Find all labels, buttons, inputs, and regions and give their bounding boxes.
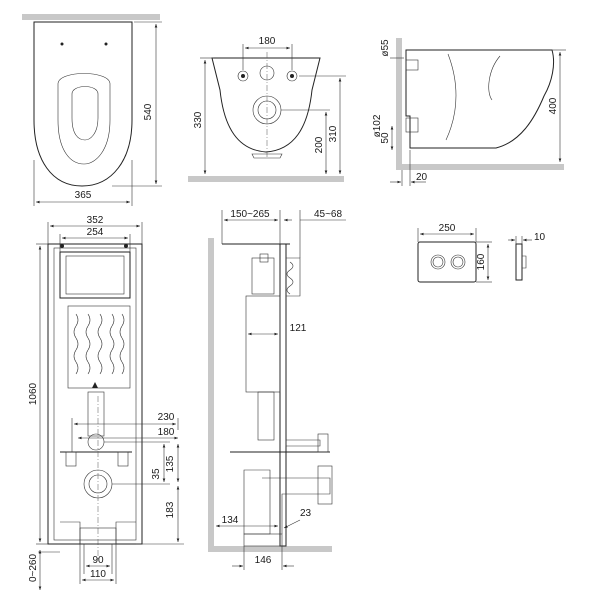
side-flush-depth-label: 45~68 <box>314 209 343 220</box>
bowl-side-view: ø55 ø102 50 400 20 <box>372 38 566 186</box>
frame-front-view: 352 254 1060 230 180 35 135 183 0~260 <box>28 215 184 590</box>
frame-outline <box>47 243 143 545</box>
frame-side-view: 150~265 45~68 121 134 23 146 <box>208 209 346 570</box>
bowl-inlet-diameter-label: ø55 <box>380 39 391 57</box>
bowl-hole-spacing-label: 180 <box>259 36 276 47</box>
frame-side-cistern <box>245 295 281 393</box>
toilet-top-view: 540 365 <box>22 14 162 206</box>
frame-foot-width-label: 90 <box>92 555 104 566</box>
toilet-bowl-opening <box>71 86 99 141</box>
side-floor-depth-label: 146 <box>255 555 272 566</box>
flush-plate-side <box>515 243 523 281</box>
frame-bolt-spacing-label: 180 <box>158 427 175 438</box>
frame-outlet-height-label: 183 <box>165 501 176 518</box>
toilet-outline <box>33 21 133 187</box>
bowl-wall-gap-label: 20 <box>416 172 428 183</box>
side-outlet-length-label: 134 <box>222 515 239 526</box>
toilet-depth-label: 540 <box>143 103 154 120</box>
plate-thickness-label: 10 <box>534 232 546 243</box>
side-outlet-offset-label: 23 <box>300 508 312 519</box>
flush-button-large <box>450 254 466 270</box>
frame-wave-pattern <box>73 313 125 375</box>
frame-bolt-spacing-wide-label: 230 <box>158 412 175 423</box>
bowl-inlet-height-label: 310 <box>328 125 339 142</box>
flush-plate-outline <box>417 241 477 283</box>
bowl-height-label: 330 <box>193 111 204 128</box>
bowl-outlet-height-label: 200 <box>314 136 325 153</box>
frame-foot-outer-width-label: 110 <box>90 569 106 580</box>
frame-height-label: 1060 <box>28 382 39 405</box>
frame-inner-width-label: 254 <box>87 227 104 238</box>
flush-button-small <box>430 254 446 270</box>
bowl-front-outline <box>211 57 321 153</box>
flush-plate: 250 160 10 <box>417 223 546 283</box>
frame-outlet-offset-label: 35 <box>151 468 162 480</box>
frame-bolt-height-label: 135 <box>165 455 176 472</box>
bowl-outlet-diameter-label: ø102 <box>372 114 383 137</box>
toilet-seat <box>57 73 111 165</box>
plate-width-label: 250 <box>439 223 456 234</box>
side-wall-distance-label: 150~265 <box>230 209 270 220</box>
frame-cistern <box>67 305 131 389</box>
bowl-side-outline <box>405 49 555 149</box>
side-tank-depth-label: 121 <box>290 323 307 334</box>
frame-width-label: 352 <box>87 215 104 226</box>
frame-top-bracket <box>59 251 131 299</box>
bowl-front-view: 180 330 200 310 <box>188 36 346 182</box>
bowl-height-side-label: 400 <box>548 97 559 114</box>
toilet-width-label: 365 <box>75 190 92 201</box>
frame-leg-adjust-label: 0~260 <box>28 554 39 583</box>
frame-side-post <box>279 243 287 547</box>
plate-height-label: 160 <box>476 253 487 270</box>
frame-side-outlet-pipe <box>243 469 331 535</box>
bowl-outlet-offset-label: 50 <box>380 132 391 144</box>
